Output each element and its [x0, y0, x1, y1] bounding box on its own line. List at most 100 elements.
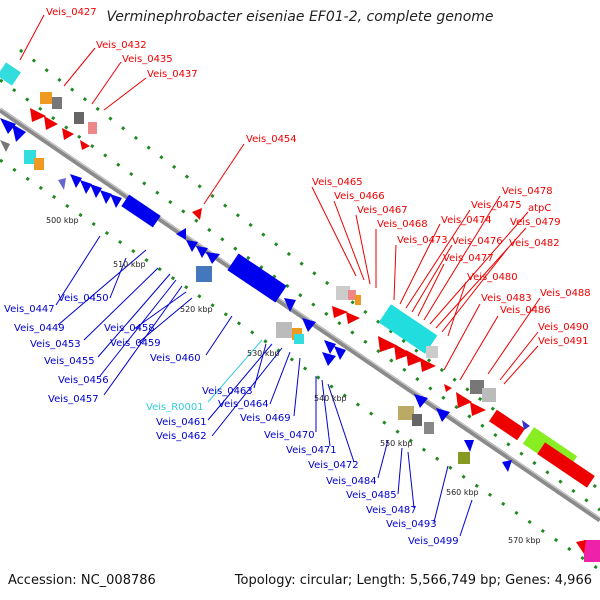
gene-label[interactable]: atpC — [528, 203, 551, 214]
gene-block[interactable] — [294, 334, 304, 344]
gene-arrow[interactable] — [436, 408, 450, 422]
gene-block[interactable] — [24, 150, 36, 164]
gene-arrow[interactable] — [110, 194, 122, 208]
gene-label[interactable]: Veis_0488 — [540, 288, 591, 299]
gene-label[interactable]: Veis_0467 — [357, 205, 408, 216]
gene-arrow[interactable] — [284, 298, 296, 312]
gene-arrow[interactable] — [346, 312, 360, 324]
gene-label[interactable]: Veis_0499 — [408, 536, 459, 547]
gene-arrow[interactable] — [186, 240, 198, 252]
gene-arrow[interactable] — [502, 460, 512, 472]
gene-label[interactable]: Veis_0459 — [110, 338, 161, 349]
gene-arrow[interactable] — [90, 184, 102, 198]
gene-label[interactable]: Veis_0479 — [510, 217, 561, 228]
gene-arrow[interactable] — [302, 318, 316, 332]
gene-label[interactable]: Veis_0475 — [471, 200, 522, 211]
gene-label[interactable]: Veis_0456 — [58, 375, 109, 386]
gene-block[interactable] — [488, 409, 526, 441]
gene-arrow[interactable] — [30, 108, 46, 122]
gene-label[interactable]: Veis_0458 — [104, 323, 155, 334]
gene-arrow[interactable] — [420, 358, 436, 372]
gene-label[interactable]: Veis_0480 — [467, 272, 518, 283]
gene-label[interactable]: Veis_0468 — [377, 219, 428, 230]
gene-label[interactable]: Veis_0490 — [538, 322, 589, 333]
gene-arrow[interactable] — [44, 116, 58, 130]
gene-arrow[interactable] — [414, 394, 428, 408]
gene-arrow[interactable] — [206, 252, 220, 264]
gene-label[interactable]: Veis_0465 — [312, 177, 363, 188]
gene-arrow[interactable] — [12, 124, 26, 142]
gene-label[interactable]: Veis_0461 — [156, 417, 207, 428]
gene-arrow[interactable] — [58, 178, 66, 190]
gene-arrow[interactable] — [470, 402, 486, 416]
gene-block[interactable] — [336, 286, 350, 300]
gene-label[interactable]: Veis_0474 — [441, 215, 492, 226]
gene-arrow[interactable] — [100, 190, 112, 204]
gene-label[interactable]: Veis_0487 — [366, 505, 417, 516]
gene-arrow[interactable] — [444, 384, 452, 392]
gene-block[interactable] — [398, 406, 414, 420]
gene-arrow[interactable] — [322, 352, 336, 366]
gene-block[interactable] — [74, 112, 84, 124]
gene-label[interactable]: Veis_0483 — [481, 293, 532, 304]
gene-block[interactable] — [537, 442, 595, 488]
gene-label[interactable]: Veis_0485 — [346, 490, 397, 501]
gene-block[interactable] — [584, 540, 600, 562]
gene-arrow[interactable] — [80, 180, 92, 194]
gene-label[interactable]: Veis_0484 — [326, 476, 377, 487]
gene-label[interactable]: Veis_0486 — [500, 305, 551, 316]
gene-label[interactable]: Veis_0463 — [202, 386, 253, 397]
gene-block[interactable] — [378, 304, 438, 354]
gene-label[interactable]: Veis_0476 — [452, 236, 503, 247]
gene-label[interactable]: Veis_0473 — [397, 235, 448, 246]
gene-label[interactable]: Veis_0449 — [14, 323, 65, 334]
gene-arrow[interactable] — [456, 392, 472, 408]
gene-label[interactable]: Veis_0453 — [30, 339, 81, 350]
gene-label[interactable]: Veis_0462 — [156, 431, 207, 442]
gene-label[interactable]: Veis_0450 — [58, 293, 109, 304]
gene-arrow[interactable] — [464, 440, 474, 452]
gene-label[interactable]: Veis_0432 — [96, 40, 147, 51]
gene-label[interactable]: Veis_0435 — [122, 54, 173, 65]
gene-block[interactable] — [121, 194, 161, 228]
gene-block[interactable] — [34, 158, 44, 170]
gene-arrow[interactable] — [0, 140, 10, 152]
gene-label[interactable]: Veis_0460 — [150, 353, 201, 364]
gene-label[interactable]: Veis_0455 — [44, 356, 95, 367]
gene-label[interactable]: Veis_0493 — [386, 519, 437, 530]
gene-arrow[interactable] — [394, 344, 412, 360]
gene-block[interactable] — [52, 97, 62, 109]
gene-arrow[interactable] — [62, 128, 74, 140]
gene-label[interactable]: Veis_0477 — [443, 253, 494, 264]
gene-label[interactable]: Veis_R0001 — [146, 402, 204, 413]
gene-label[interactable]: Veis_0454 — [246, 134, 297, 145]
gene-label[interactable]: Veis_0447 — [4, 304, 55, 315]
gene-label[interactable]: Veis_0427 — [46, 7, 97, 18]
gene-block[interactable] — [88, 122, 97, 134]
gene-block[interactable] — [458, 452, 470, 464]
gene-label[interactable]: Veis_0482 — [509, 238, 560, 249]
gene-arrow[interactable] — [192, 208, 202, 220]
gene-arrow[interactable] — [576, 540, 586, 554]
gene-label[interactable]: Veis_0472 — [308, 460, 359, 471]
gene-arrow[interactable] — [0, 118, 16, 134]
gene-block[interactable] — [424, 422, 434, 434]
gene-block[interactable] — [227, 253, 287, 303]
gene-arrow[interactable] — [334, 346, 346, 360]
gene-label[interactable]: Veis_0464 — [218, 399, 269, 410]
gene-label[interactable]: Veis_0471 — [286, 445, 337, 456]
gene-arrow[interactable] — [324, 340, 336, 354]
gene-arrow[interactable] — [70, 174, 82, 188]
gene-label[interactable]: Veis_0466 — [334, 191, 385, 202]
gene-block[interactable] — [40, 92, 52, 104]
gene-label[interactable]: Veis_0437 — [147, 69, 198, 80]
gene-block[interactable] — [276, 322, 292, 338]
gene-arrow[interactable] — [332, 306, 348, 318]
gene-arrow[interactable] — [522, 420, 530, 430]
gene-label[interactable]: Veis_0469 — [240, 413, 291, 424]
gene-block[interactable] — [412, 414, 422, 426]
gene-arrow[interactable] — [176, 228, 186, 240]
gene-label[interactable]: Veis_0457 — [48, 394, 99, 405]
gene-label[interactable]: Veis_0470 — [264, 430, 315, 441]
gene-arrow[interactable] — [80, 140, 90, 150]
